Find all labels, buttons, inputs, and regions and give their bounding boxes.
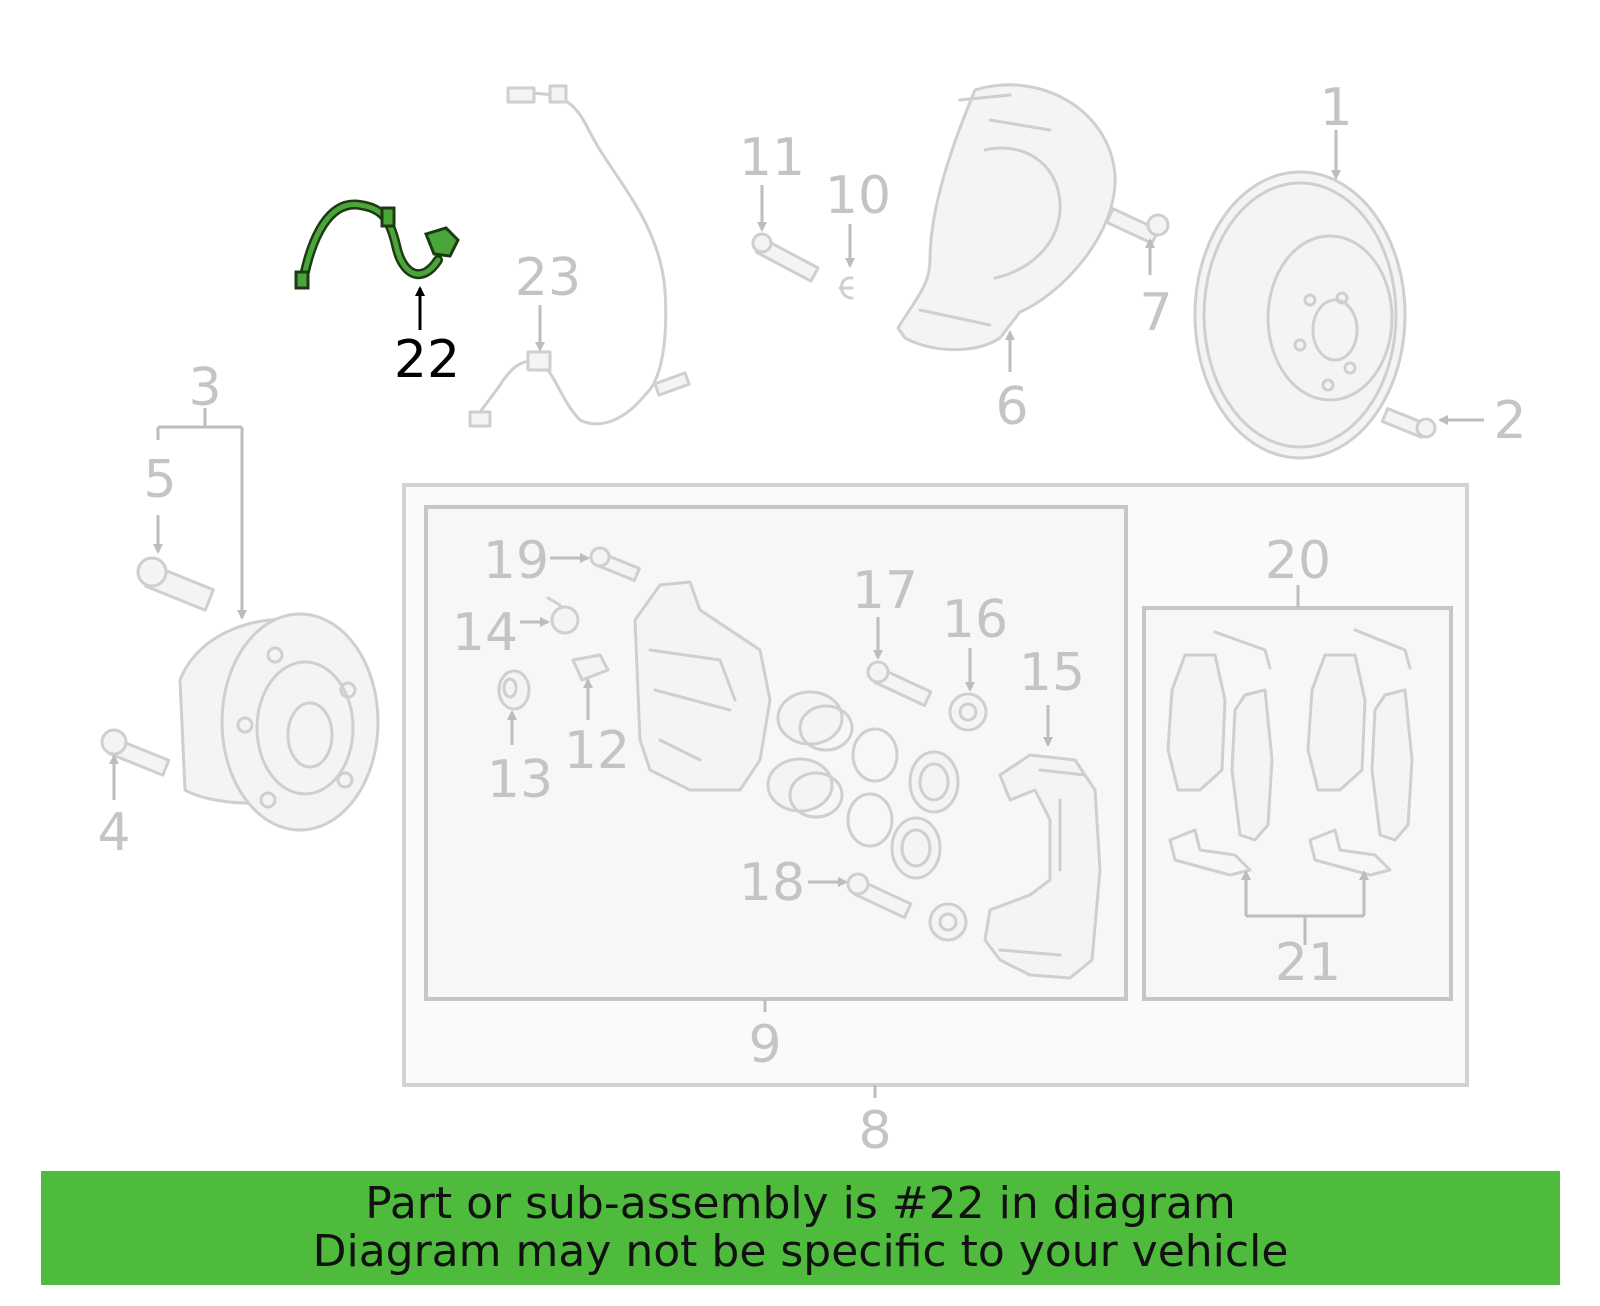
label-11: 11 (739, 128, 805, 188)
pad-shims-part-21 (1168, 828, 1392, 877)
label-16: 16 (942, 590, 1008, 650)
dust-shield-part-6 (896, 83, 1117, 352)
label-15: 15 (1019, 643, 1085, 703)
bolt-part-4 (100, 728, 171, 777)
clip-part-10 (838, 276, 854, 300)
label-4: 4 (97, 803, 130, 863)
bolt-part-18 (846, 872, 913, 919)
label-20: 20 (1265, 531, 1331, 591)
label-21: 21 (1275, 933, 1341, 993)
label-7: 7 (1139, 283, 1172, 343)
label-12: 12 (564, 721, 630, 781)
leader-lines (109, 130, 1484, 1098)
banner-line-2: Diagram may not be specific to your vehi… (312, 1226, 1289, 1277)
callout-labels: 1 2 3 4 5 6 7 8 9 10 11 12 13 14 15 16 1… (97, 78, 1526, 1161)
label-1: 1 (1319, 78, 1352, 138)
caliper-bracket-part-15 (983, 753, 1102, 980)
label-14: 14 (452, 603, 518, 663)
label-10: 10 (825, 166, 891, 226)
nut-part-16 (948, 692, 988, 732)
speed-sensor-part-23 (468, 84, 691, 428)
brake-pads-part-20 (1166, 628, 1414, 842)
label-18: 18 (739, 853, 805, 913)
bolt-part-19 (589, 546, 641, 582)
nut-lower (928, 902, 968, 942)
notice-banner: Part or sub-assembly is #22 in diagram D… (41, 1171, 1560, 1285)
brake-rotor-part-1 (1193, 170, 1407, 460)
bolt-part-11 (751, 232, 820, 283)
label-6: 6 (995, 377, 1028, 437)
pistons (766, 690, 960, 880)
label-23: 23 (515, 248, 581, 308)
label-2: 2 (1493, 391, 1526, 451)
banner-line-1: Part or sub-assembly is #22 in diagram (365, 1178, 1236, 1229)
bolt-part-7 (1105, 207, 1170, 245)
label-22: 22 (394, 330, 460, 390)
bolt-part-5 (136, 556, 215, 612)
bolt-part-17 (866, 660, 933, 707)
label-8: 8 (858, 1101, 891, 1161)
label-5: 5 (143, 450, 176, 510)
label-9: 9 (748, 1015, 781, 1075)
bushing-part-13 (497, 669, 531, 711)
label-17: 17 (852, 561, 918, 621)
label-19: 19 (483, 531, 549, 591)
screw-part-2 (1380, 407, 1437, 439)
cap-part-12 (571, 653, 610, 682)
label-13: 13 (487, 750, 553, 810)
brake-hose-part-22[interactable] (294, 199, 460, 290)
label-3: 3 (188, 358, 221, 418)
caliper-body (633, 580, 772, 792)
bleeder-part-14 (546, 596, 580, 635)
hub-bearing-part-3 (178, 612, 380, 832)
